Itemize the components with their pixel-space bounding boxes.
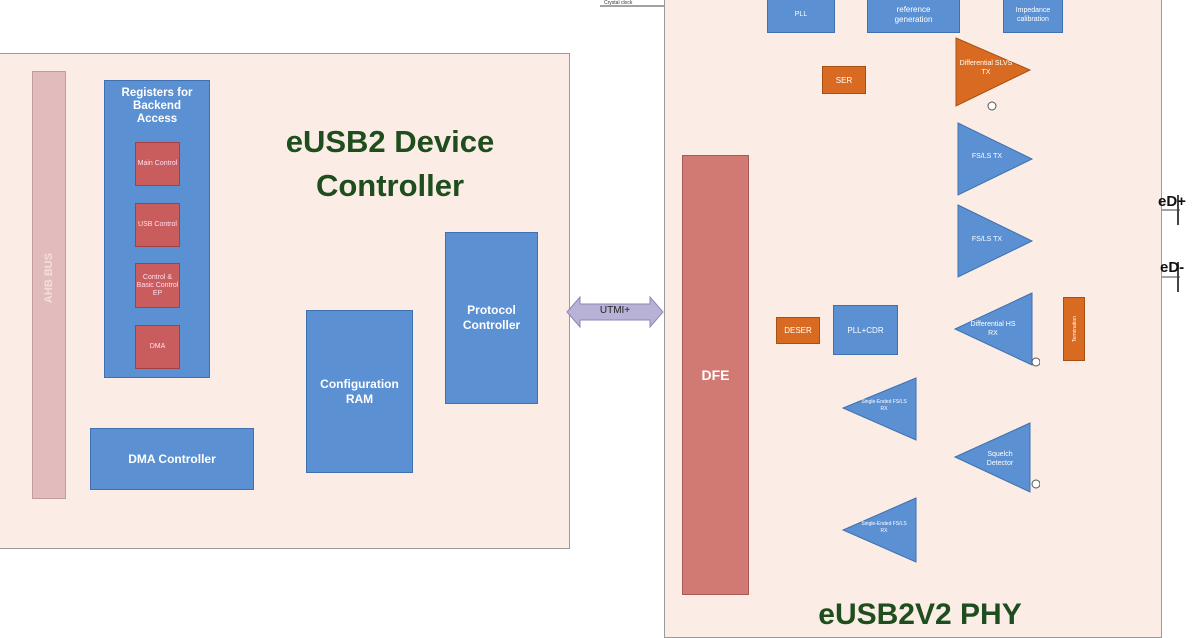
- dma-controller-block: DMA Controller: [90, 428, 254, 490]
- se-rx-2-icon: [841, 497, 917, 563]
- crystal-clock-label: Crystal clock: [604, 0, 633, 6]
- fs-ls-tx-1-icon: [957, 122, 1034, 196]
- termination-label: Termination: [1072, 316, 1078, 342]
- fs-ls-tx-1-label: FS/LS TX: [971, 153, 1003, 160]
- deser-block: DESER: [776, 317, 820, 344]
- impedance-calibration-block: Impedance calibration: [1003, 0, 1063, 33]
- pll-block: PLL: [767, 0, 835, 33]
- register-control-basic-ep: Control & Basic Control EP: [135, 263, 180, 308]
- squelch-detector-icon: [953, 422, 1040, 493]
- configuration-ram-block: Configuration RAM: [306, 310, 413, 473]
- diff-slvs-tx-icon: [955, 37, 1032, 111]
- se-rx-2-label: Single-Ended FS/LS RX: [861, 521, 907, 534]
- fs-ls-tx-2-icon: [957, 204, 1034, 278]
- dfe-block: DFE: [682, 155, 749, 595]
- fs-ls-tx-2-label: FS/LS TX: [971, 236, 1003, 243]
- controller-title: eUSB2 Device Controller: [250, 120, 530, 208]
- utmi-arrow: [566, 295, 664, 329]
- phy-title: eUSB2V2 PHY: [818, 598, 1022, 631]
- termination-block: Termination: [1063, 297, 1085, 361]
- controller-title-line1: eUSB2 Device: [285, 124, 495, 159]
- utmi-label: UTMI+: [599, 305, 631, 316]
- pll-cdr-block: PLL+CDR: [833, 305, 898, 355]
- diff-slvs-tx-label: Differential SLVS TX: [959, 60, 1013, 76]
- se-rx-1-label: Single-Ended FS/LS RX: [861, 399, 907, 412]
- diff-hs-rx-label: Differential HS RX: [970, 321, 1016, 337]
- protocol-controller-block: Protocol Controller: [445, 232, 538, 404]
- registers-title: Registers for Backend Access: [121, 87, 193, 125]
- se-rx-1-icon: [841, 377, 917, 441]
- controller-title-line2: Controller: [315, 168, 465, 203]
- ahb-bus-label: AHB BUS: [43, 252, 55, 304]
- ed-plus-label: eD+: [1158, 193, 1186, 210]
- squelch-detector-label: Squelch Detector: [986, 451, 1014, 467]
- register-usb-control: USB Control: [135, 203, 180, 247]
- diff-hs-rx-icon: [953, 292, 1040, 367]
- ser-block: SER: [822, 66, 866, 94]
- register-main-control: Main Control: [135, 142, 180, 186]
- register-dma: DMA: [135, 325, 180, 369]
- ed-minus-label: eD-: [1160, 259, 1185, 276]
- reference-generation-block: reference generation: [867, 0, 960, 33]
- ahb-bus: AHB BUS: [32, 71, 66, 499]
